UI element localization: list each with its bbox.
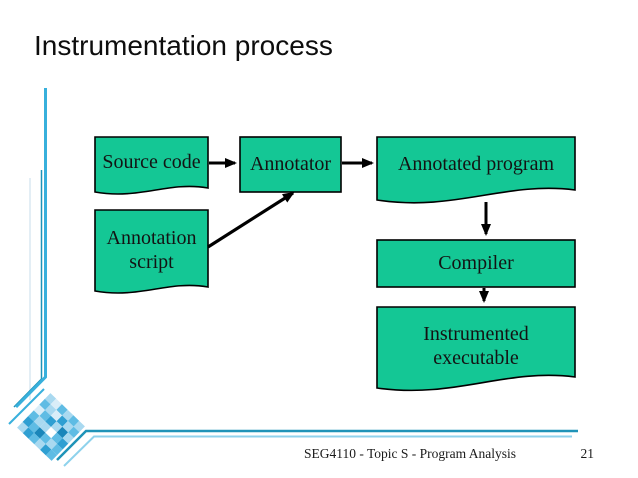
footer-text: SEG4110 - Topic S - Program Analysis [303, 446, 517, 461]
source-code-shape [94, 136, 209, 195]
compiler-shape [376, 239, 576, 288]
annotator-shape [239, 136, 342, 193]
page-number: 21 [580, 446, 595, 461]
bottom-accent-line-light [63, 435, 572, 467]
arrow-script-to-annotator [207, 191, 295, 249]
left-accent-line [14, 88, 47, 409]
annotation-script-shape [94, 209, 209, 294]
page-title: Instrumentation process [34, 30, 333, 61]
instrumented-executable-shape [376, 306, 576, 392]
logo-diagonal-line [8, 388, 45, 425]
bottom-accent-line-dark [56, 429, 578, 461]
annotated-program-shape [376, 136, 576, 204]
